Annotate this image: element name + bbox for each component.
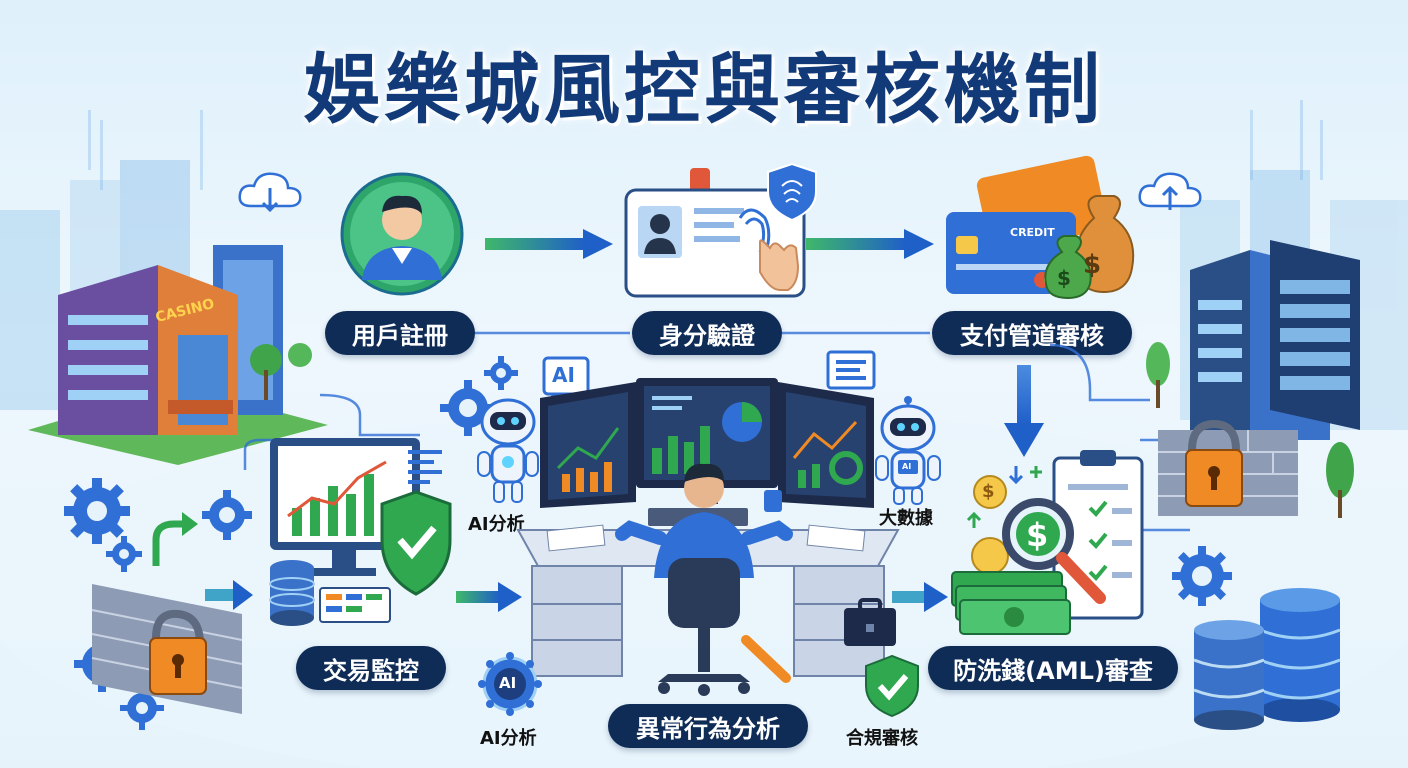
firewall-lock-right-icon xyxy=(1158,419,1298,516)
step-transaction-label: 交易監控 xyxy=(296,646,446,690)
step-payment-label: 支付管道審核 xyxy=(932,311,1132,355)
ai-node-text: AI xyxy=(499,674,517,692)
page-title: 娛樂城風控與審核機制 xyxy=(304,45,1104,134)
robot-right-icon xyxy=(875,396,941,505)
step-register-label: 用戶註冊 xyxy=(325,311,475,355)
cloud-upload-icon xyxy=(1138,172,1202,210)
user-avatar-icon xyxy=(340,172,464,296)
flow-arrow-identity-to-payment xyxy=(806,229,934,259)
step-identity-label: 身分驗證 xyxy=(632,311,782,355)
firewall-lock-left-icon xyxy=(91,584,243,714)
ai-node-icon xyxy=(478,652,542,716)
robot-screen-text: AI xyxy=(902,462,912,471)
compliance-shield-icon xyxy=(865,654,919,718)
cloud-upload-icon xyxy=(238,172,302,213)
dollar-icon: $ xyxy=(1057,266,1071,290)
id-card-fingerprint-icon xyxy=(624,162,817,298)
dollar-icon: $ xyxy=(1026,516,1049,554)
document-lines-icon xyxy=(408,450,442,484)
flow-arrow-anomaly-to-aml xyxy=(892,582,948,612)
step-aml-label: 防洗錢(AML)審查 xyxy=(928,646,1178,690)
ai-bubble-text: AI xyxy=(552,363,575,387)
dollar-icon: $ xyxy=(1083,250,1102,280)
tree-icon xyxy=(1326,442,1354,518)
dollar-icon: $ xyxy=(982,481,995,502)
curved-arrow-icon xyxy=(152,512,198,566)
gear-icon xyxy=(106,536,142,572)
credit-card-text: CREDIT xyxy=(1010,226,1055,239)
server-rack-illustration xyxy=(1190,240,1360,440)
database-stack-icon xyxy=(1193,588,1341,730)
big-data-label: 大數據 xyxy=(879,508,933,529)
gear-icon xyxy=(484,356,518,390)
step-anomaly-label: 異常行為分析 xyxy=(608,704,808,748)
gear-icon xyxy=(64,478,130,544)
casino-building-illustration xyxy=(28,245,328,465)
flow-arrow-register-to-identity xyxy=(485,229,613,259)
credit-card-moneybag-icon xyxy=(946,155,1135,300)
flow-arrow-payment-to-aml xyxy=(1004,365,1044,457)
aml-review-illustration xyxy=(951,450,1144,635)
ai-analysis-left-label: AI分析 xyxy=(468,514,525,535)
compliance-label: 合規審核 xyxy=(846,728,918,749)
ai-analysis-bottom-label: AI分析 xyxy=(480,728,537,749)
robot-left-icon xyxy=(477,398,539,503)
briefcase-icon xyxy=(844,598,896,646)
tree-icon xyxy=(1146,342,1170,408)
gear-icon xyxy=(202,490,252,540)
analyst-workstation-illustration xyxy=(516,378,900,696)
transaction-monitor-shield-icon xyxy=(269,438,452,626)
document-lines-icon xyxy=(826,350,876,390)
flow-arrow-transaction-to-anomaly xyxy=(456,582,522,612)
gear-icon xyxy=(1172,546,1232,606)
flow-arrow-icon xyxy=(205,580,253,610)
